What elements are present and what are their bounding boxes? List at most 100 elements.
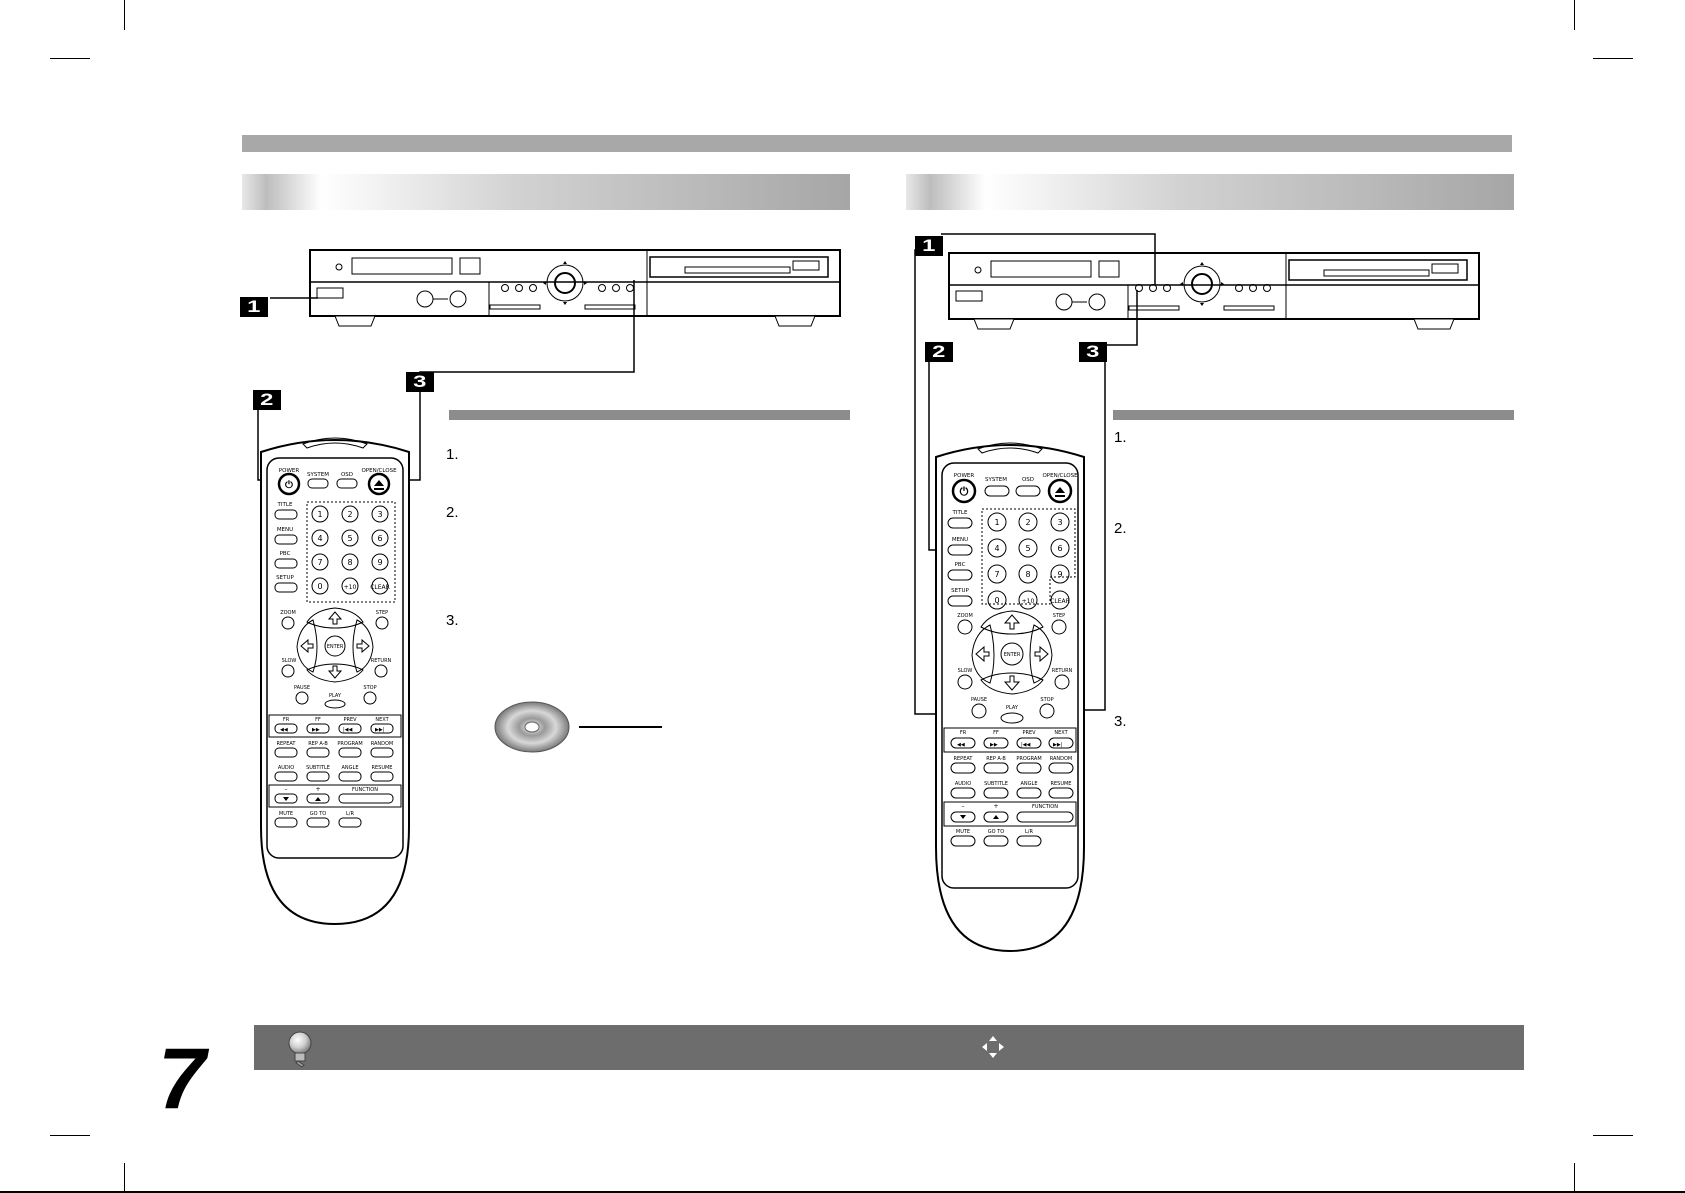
crop-mark — [124, 0, 125, 30]
svg-text:◀◀: ◀◀ — [957, 742, 965, 748]
right-subsection-bar — [1113, 410, 1514, 420]
left-step-1: 1. — [446, 446, 459, 463]
left-step-3: 3. — [446, 612, 459, 629]
right-section-bar — [906, 174, 1514, 210]
svg-text:RANDOM: RANDOM — [1050, 756, 1073, 762]
svg-text:REPEAT: REPEAT — [277, 741, 297, 747]
svg-text:5: 5 — [1025, 544, 1030, 553]
svg-text:⏻: ⏻ — [285, 479, 293, 491]
lightbulb-icon — [288, 1031, 312, 1068]
svg-text:+10: +10 — [1022, 598, 1035, 605]
svg-text:L/R: L/R — [346, 811, 354, 817]
tip-footer-bar — [254, 1025, 1524, 1070]
svg-text:▶▶: ▶▶ — [990, 742, 998, 748]
svg-text:STOP: STOP — [363, 685, 376, 691]
svg-text:1: 1 — [994, 518, 999, 527]
svg-text:SYSTEM: SYSTEM — [985, 477, 1007, 483]
svg-text:FR: FR — [960, 730, 967, 736]
right-dvd-player — [948, 252, 1480, 330]
svg-text:MUTE: MUTE — [279, 811, 293, 817]
svg-text:4: 4 — [994, 544, 999, 553]
svg-text:RESUME: RESUME — [1051, 781, 1072, 787]
svg-text:RETURN: RETURN — [371, 658, 392, 664]
svg-text:▶▶|: ▶▶| — [375, 727, 385, 733]
left-step-2: 2. — [446, 504, 459, 521]
top-header-bar — [242, 135, 1512, 152]
svg-text:6: 6 — [377, 534, 382, 543]
svg-text:ANGLE: ANGLE — [1021, 781, 1038, 787]
crop-mark — [1574, 0, 1575, 30]
svg-text:REP A-B: REP A-B — [986, 756, 1006, 762]
svg-text:CLEAR: CLEAR — [370, 584, 390, 591]
left-callout-1: 1 — [240, 297, 268, 317]
svg-text:2: 2 — [347, 510, 352, 519]
svg-text:3: 3 — [1057, 518, 1062, 527]
svg-text:FF: FF — [315, 717, 321, 723]
disc-icon — [494, 701, 662, 753]
left-callout-3: 3 — [406, 372, 434, 392]
navigation-arrows-icon — [982, 1036, 1004, 1058]
svg-text:ZOOM: ZOOM — [957, 613, 973, 619]
svg-text:FR: FR — [283, 717, 290, 723]
crop-mark — [1593, 1135, 1633, 1136]
svg-text:SYSTEM: SYSTEM — [307, 472, 329, 478]
svg-text:GO TO: GO TO — [988, 829, 1004, 835]
svg-text:PREV: PREV — [1022, 730, 1036, 736]
svg-text:TITLE: TITLE — [277, 502, 293, 508]
svg-text:2: 2 — [1025, 518, 1030, 527]
svg-text:SUBTITLE: SUBTITLE — [306, 765, 330, 771]
crop-mark — [1574, 1163, 1575, 1193]
svg-text:OPEN/CLOSE: OPEN/CLOSE — [1042, 473, 1078, 479]
right-callout-2: 2 — [925, 342, 953, 362]
svg-text:FF: FF — [993, 730, 999, 736]
svg-text:9: 9 — [377, 558, 382, 567]
svg-text:|◀◀: |◀◀ — [1021, 742, 1031, 748]
svg-text:6: 6 — [1057, 544, 1062, 553]
svg-text:SUBTITLE: SUBTITLE — [984, 781, 1008, 787]
svg-text:FUNCTION: FUNCTION — [1032, 804, 1058, 810]
svg-text:RETURN: RETURN — [1052, 668, 1073, 674]
svg-text:STOP: STOP — [1040, 697, 1053, 703]
svg-text:PREV: PREV — [343, 717, 357, 723]
left-remote-control: POWER SYSTEM OSD OPEN/CLOSE ⏻ TITLE MENU… — [260, 437, 410, 926]
svg-text:9: 9 — [1057, 570, 1062, 579]
svg-text:ENTER: ENTER — [1004, 652, 1021, 658]
right-step-2: 2. — [1114, 520, 1127, 537]
svg-text:7: 7 — [994, 570, 999, 579]
right-callout-1: 1 — [915, 236, 943, 256]
svg-text:SETUP: SETUP — [276, 575, 294, 581]
svg-text:MENU: MENU — [277, 527, 293, 533]
svg-text:–: – — [285, 786, 288, 793]
svg-text:NEXT: NEXT — [1054, 730, 1068, 736]
svg-text:5: 5 — [347, 534, 352, 543]
svg-text:FUNCTION: FUNCTION — [352, 787, 378, 793]
svg-text:OPEN/CLOSE: OPEN/CLOSE — [361, 468, 397, 474]
svg-text:ENTER: ENTER — [327, 644, 344, 650]
svg-text:MENU: MENU — [952, 537, 968, 543]
svg-text:OSD: OSD — [1022, 477, 1034, 483]
left-dvd-player — [309, 249, 841, 327]
svg-text:3: 3 — [377, 510, 382, 519]
svg-text:AUDIO: AUDIO — [278, 765, 294, 771]
svg-text:+10: +10 — [344, 584, 357, 591]
right-step-1: 1. — [1114, 429, 1127, 446]
crop-mark — [50, 1135, 90, 1136]
svg-text:PAUSE: PAUSE — [971, 697, 987, 703]
svg-text:PROGRAM: PROGRAM — [337, 741, 362, 747]
svg-text:REPEAT: REPEAT — [954, 756, 974, 762]
svg-text:STEP: STEP — [376, 610, 388, 616]
svg-text:|◀◀: |◀◀ — [343, 727, 353, 733]
crop-mark — [124, 1163, 125, 1193]
power-label: POWER — [279, 468, 300, 474]
svg-text:7: 7 — [317, 558, 322, 567]
svg-text:CLEAR: CLEAR — [1050, 598, 1070, 605]
svg-text:PBC: PBC — [280, 551, 291, 557]
svg-text:4: 4 — [317, 534, 322, 543]
svg-text:PLAY: PLAY — [329, 693, 342, 699]
right-callout-3: 3 — [1079, 342, 1107, 362]
svg-text:NEXT: NEXT — [375, 717, 389, 723]
svg-text:PBC: PBC — [955, 562, 966, 568]
svg-text:OSD: OSD — [341, 472, 353, 478]
svg-text:+: + — [315, 786, 320, 793]
svg-text:AUDIO: AUDIO — [955, 781, 971, 787]
